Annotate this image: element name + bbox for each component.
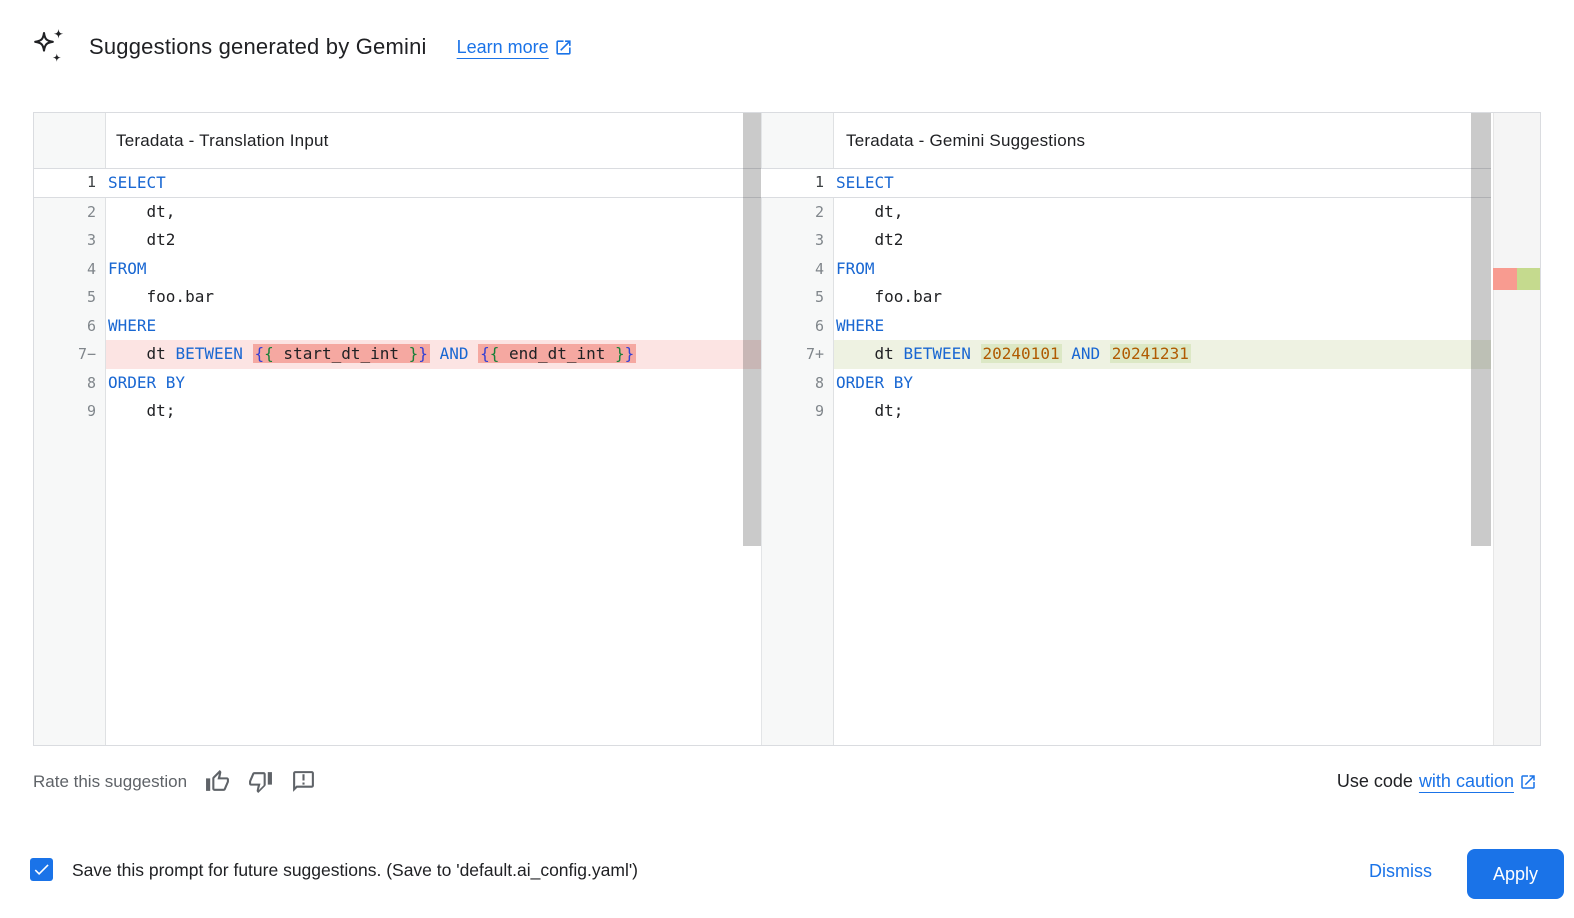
line-number: 3 [86,231,96,249]
right-editor-gutter [761,113,834,745]
line-content: dt2 [836,230,904,249]
use-code-prefix: Use code [1336,771,1413,791]
line-number: 7− [77,345,96,363]
left-editor-gutter [34,113,106,745]
gemini-sparkle-icon [34,29,64,62]
code-line: 8 ORDER BY [761,369,1491,398]
save-prompt-label[interactable]: Save this prompt for future suggestions.… [72,860,638,880]
line-number: 1 [814,173,824,191]
learn-more-link[interactable]: Learn more [457,37,573,58]
line-number: 8 [814,373,824,392]
line-number: 5 [86,288,96,306]
right-pane-title: Teradata - Gemini Suggestions [846,131,1086,150]
line-content: SELECT [108,173,166,192]
line-number: 4 [814,259,824,278]
right-editor-scrollbar[interactable] [1471,113,1491,546]
feedback-button[interactable] [291,769,316,794]
code-line: 6 WHERE [761,312,1491,341]
rate-suggestion-row: Rate this suggestion [33,769,316,794]
code-line: 1 SELECT [761,168,1491,198]
line-number: 9 [814,402,824,420]
line-number: 2 [814,202,824,221]
overview-addition-marker[interactable] [1517,268,1540,290]
suggestions-header: Suggestions generated by Gemini Learn mo… [31,26,573,68]
save-prompt-checkbox[interactable] [30,858,53,881]
code-line: 4 FROM [34,255,761,284]
code-line: 2 dt, [761,198,1491,227]
thumb-up-button[interactable] [205,769,230,794]
open-in-new-icon [556,39,571,55]
apply-button[interactable]: Apply [1467,849,1564,899]
code-line: 2 dt, [34,198,761,227]
checkmark-icon [34,864,49,876]
line-content: dt BETWEEN 20240101 AND 20241231 [834,340,1491,369]
code-line: 8 ORDER BY [34,369,761,398]
line-content: foo.bar [836,287,942,306]
code-line: 3 dt2 [761,226,1491,255]
code-line: 9 dt; [761,397,1491,426]
line-number: 3 [814,231,824,249]
learn-more-label[interactable]: Learn more [456,36,549,57]
with-caution-link[interactable]: with caution [1418,771,1514,791]
line-content: WHERE [108,315,157,335]
line-number: 6 [814,316,824,335]
line-number: 2 [86,202,96,221]
line-content: FROM [836,258,875,278]
code-line: 5 foo.bar [761,283,1491,312]
line-number: 5 [814,288,824,306]
line-content: ORDER BY [108,372,186,392]
thumb-down-button[interactable] [248,769,273,794]
line-number: 7+ [805,345,824,363]
code-line: 6 WHERE [34,312,761,341]
line-content: ORDER BY [836,372,914,392]
rate-label: Rate this suggestion [33,771,188,791]
left-pane-title: Teradata - Translation Input [116,131,329,150]
code-line: 1 SELECT [34,168,761,198]
line-content: foo.bar [108,287,214,306]
overview-deletion-marker[interactable] [1493,268,1517,290]
code-line: 7+ dt BETWEEN 20240101 AND 20241231 [761,340,1491,369]
code-line: 9 dt; [34,397,761,426]
diff-overview-ruler[interactable] [1493,113,1540,745]
left-editor-scrollbar[interactable] [743,113,761,546]
page-title: Suggestions generated by Gemini [89,34,427,59]
code-line: 7− dt BETWEEN {{ start_dt_int }} AND {{ … [34,340,761,369]
line-content: dt BETWEEN {{ start_dt_int }} AND {{ end… [106,340,761,369]
line-number: 4 [86,259,96,278]
line-content: dt; [108,401,176,420]
line-number: 1 [86,173,96,191]
line-number: 9 [86,402,96,420]
line-content: dt; [836,401,904,420]
diff-view: Teradata - Translation Input Teradata - … [33,112,1541,746]
line-content: SELECT [836,173,894,192]
open-in-new-icon [1521,774,1535,789]
line-number: 8 [86,373,96,392]
line-content: WHERE [836,315,885,335]
line-content: dt, [108,201,176,221]
line-content: dt2 [108,230,176,249]
dismiss-button[interactable]: Dismiss [1369,861,1432,881]
line-number: 6 [86,316,96,335]
line-content: FROM [108,258,147,278]
code-line: 4 FROM [761,255,1491,284]
code-line: 3 dt2 [34,226,761,255]
code-line: 5 foo.bar [34,283,761,312]
line-content: dt, [836,201,904,221]
use-code-notice: Use code with caution [1337,771,1537,792]
